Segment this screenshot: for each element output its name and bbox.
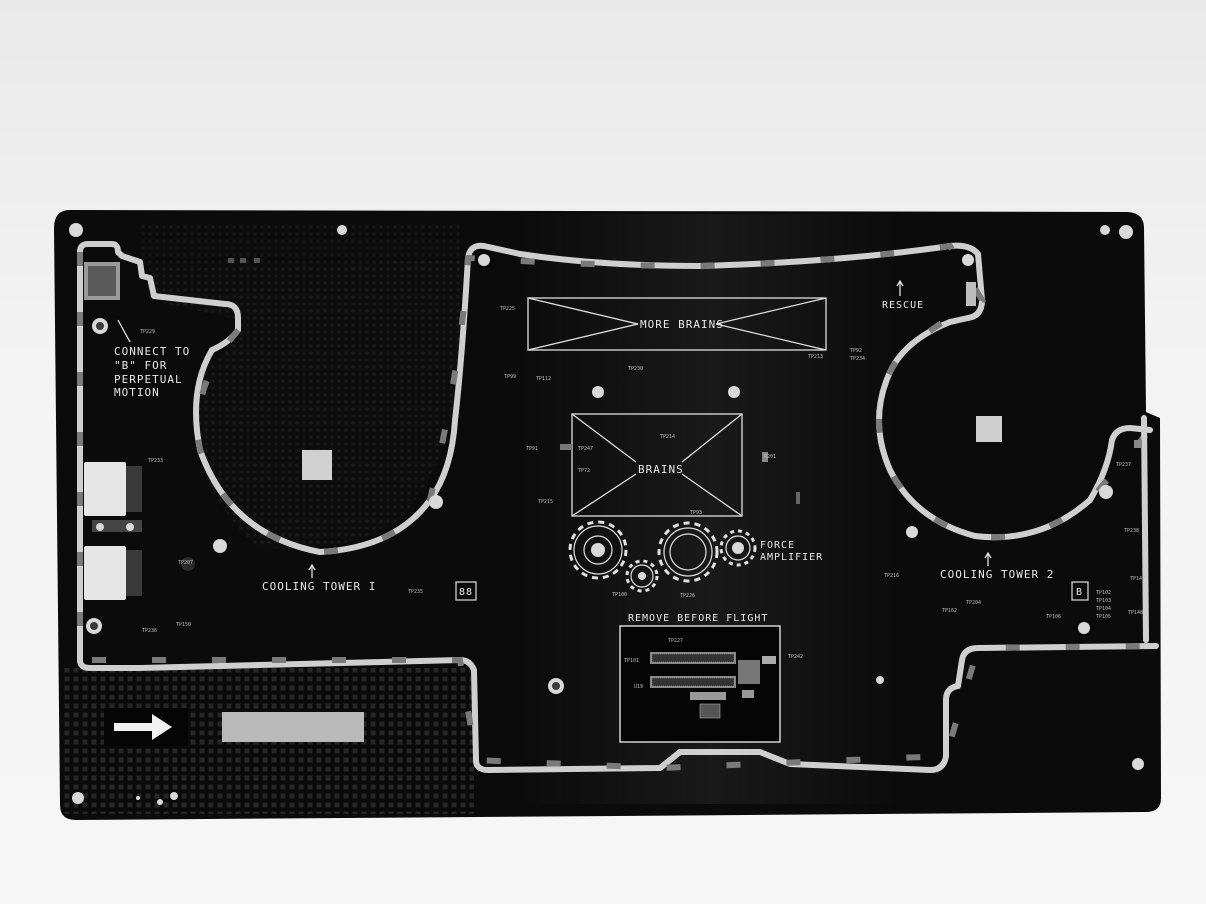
more-brains-label: MORE BRAINS [640, 318, 724, 331]
more-brains-box: MORE BRAINS [527, 297, 827, 351]
tp235: TP235 [408, 589, 423, 595]
cooling-tower-1-pad [302, 450, 332, 480]
tp72: TP72 [578, 468, 590, 474]
tp147: TP147 [1130, 576, 1145, 582]
brains-box: BRAINS [571, 413, 743, 517]
tp93: TP93 [690, 510, 702, 516]
tp91: TP91 [526, 446, 538, 452]
tp233: TP233 [148, 458, 163, 464]
tp230: TP230 [628, 366, 643, 372]
test-point-labels: TP233 TP229 TP230 TP112 TP99 TP213 TP92 … [140, 306, 1145, 690]
tp234: TP234 [850, 356, 865, 362]
tp207: TP207 [178, 560, 193, 566]
tp92: TP92 [850, 348, 862, 354]
cooling-tower-1-texture [150, 260, 463, 550]
tp100: TP100 [612, 592, 627, 598]
tp106: TP106 [1046, 614, 1061, 620]
tp216: TP216 [884, 573, 899, 579]
small-components [228, 258, 1142, 504]
connect-note: CONNECT TO "B" FOR PERPETUAL MOTION [114, 319, 190, 399]
brains-label: BRAINS [638, 463, 684, 476]
tp162: TP162 [942, 608, 957, 614]
remove-before-flight-label: REMOVE BEFORE FLIGHT [628, 613, 768, 624]
box-b: B [1071, 581, 1089, 601]
connect-note-line-1: CONNECT TO [114, 345, 190, 358]
tp227: TP227 [668, 638, 683, 644]
tp99: TP99 [504, 374, 516, 380]
box-b-label: B [1076, 587, 1083, 598]
breakaway-arrow [104, 708, 188, 746]
left-connectors [84, 262, 195, 600]
tp102: TP102 [1096, 590, 1111, 596]
routing-slots [77, 241, 1159, 773]
u19: U19 [634, 684, 643, 690]
rescue-label: RESCUE [882, 300, 924, 311]
cooling-tower-1-label-group: COOLING TOWER I [262, 563, 376, 593]
tp103: TP103 [1096, 598, 1111, 604]
tp214: TP214 [660, 434, 675, 440]
tp229: TP229 [140, 329, 155, 335]
connect-note-line-2: "B" FOR [114, 359, 167, 372]
tp148: TP148 [1128, 610, 1143, 616]
tp112: TP112 [536, 376, 551, 382]
r201: R201 [764, 454, 776, 460]
force-amplifier-line-1: FORCE [760, 540, 795, 551]
tp236: TP236 [142, 628, 157, 634]
tp104: TP104 [1096, 606, 1111, 612]
tp238: TP238 [1124, 528, 1139, 534]
tp213: TP213 [808, 354, 823, 360]
connect-note-line-4: MOTION [114, 386, 160, 399]
tp242: TP242 [788, 654, 803, 660]
breakaway-label-pad [222, 712, 364, 742]
tp215: TP215 [538, 499, 553, 505]
rescue-label-group: RESCUE [882, 279, 976, 311]
box-88-label: 88 [459, 587, 473, 598]
box-88: 88 [455, 581, 477, 601]
gear-icon [568, 520, 757, 593]
tp247: TP247 [578, 446, 593, 452]
tp150: TP150 [176, 622, 191, 628]
rail-texture-top [140, 222, 460, 270]
remove-before-flight-module: REMOVE BEFORE FLIGHT [619, 613, 781, 743]
cooling-tower-2-pad [976, 416, 1002, 442]
cooling-tower-1-label: COOLING TOWER I [262, 580, 376, 593]
cooling-tower-2-label: COOLING TOWER 2 [940, 568, 1054, 581]
tp204: TP204 [966, 600, 981, 606]
tp226: TP226 [680, 593, 695, 599]
tp225: TP225 [500, 306, 515, 312]
connect-note-line-3: PERPETUAL [114, 373, 183, 386]
tp101: TP101 [624, 658, 639, 664]
force-amplifier-label-group: FORCE AMPLIFIER [760, 540, 823, 563]
mounting-holes [69, 223, 1144, 805]
tp105: TP105 [1096, 614, 1111, 620]
tp237: TP237 [1116, 462, 1131, 468]
force-amplifier-line-2: AMPLIFIER [760, 552, 823, 563]
cooling-tower-2-label-group: COOLING TOWER 2 [940, 551, 1054, 581]
